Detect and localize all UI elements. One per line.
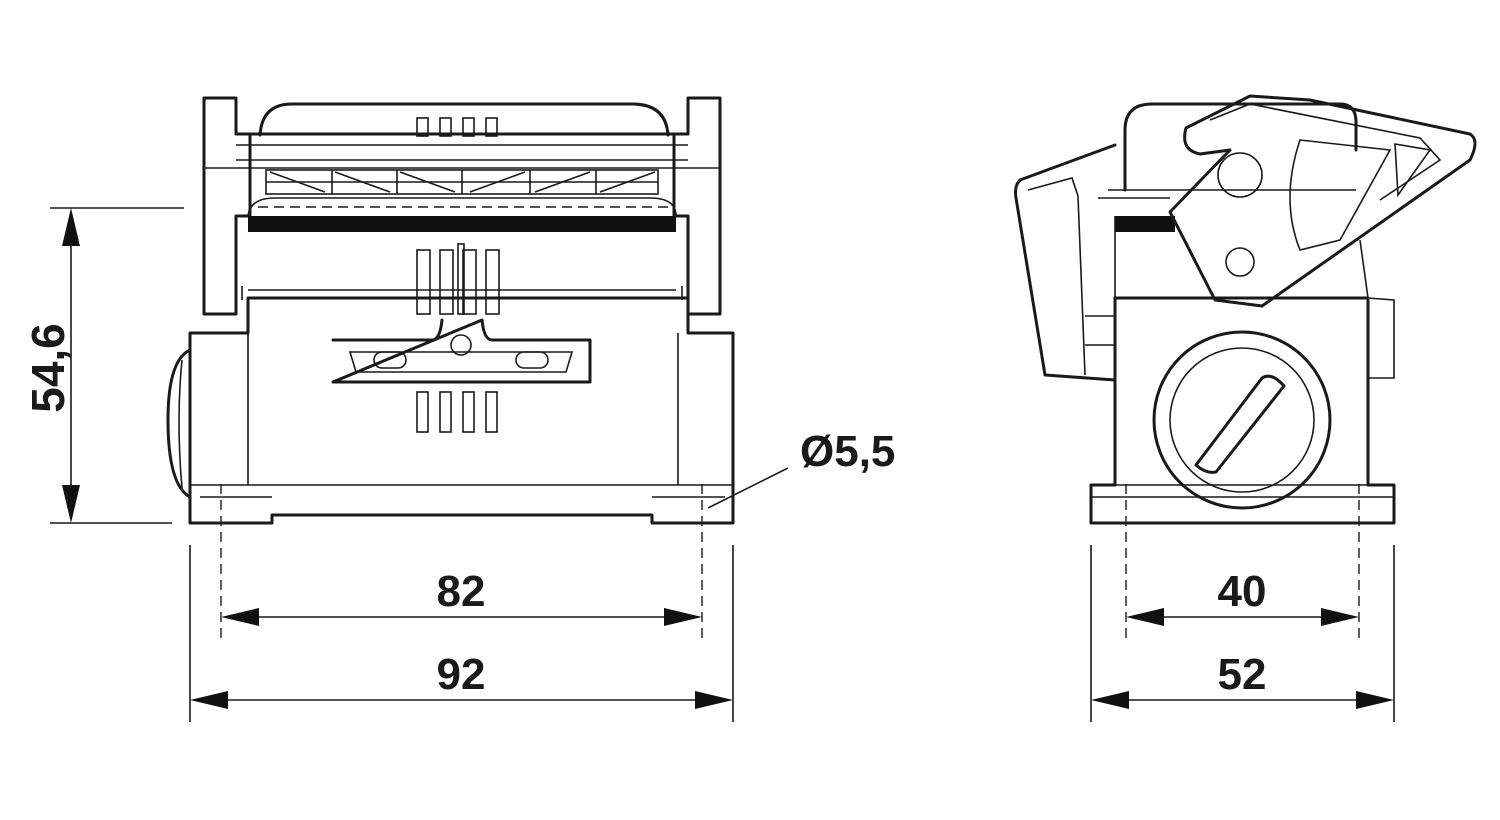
- dim-hole-diameter-label: Ø5,5: [800, 427, 895, 476]
- front-left-clamp: [202, 96, 252, 316]
- side-base-body: [1089, 296, 1396, 525]
- side-cable-gland: [1152, 330, 1332, 510]
- dim-height-label: 54,6: [22, 323, 74, 413]
- side-left-flap: [1014, 143, 1117, 382]
- front-side-bulge: [166, 348, 192, 499]
- front-base-body: [188, 296, 735, 525]
- front-view: [166, 96, 735, 525]
- front-hood-top: [258, 102, 670, 137]
- dim-hole-spacing-front-label: 82: [437, 567, 486, 616]
- dim-width-side-label: 52: [1218, 650, 1267, 699]
- dim-width-front-label: 92: [437, 650, 486, 699]
- front-lattice: [265, 169, 659, 195]
- dim-hole-spacing-side-label: 40: [1218, 567, 1267, 616]
- side-view: [1014, 94, 1477, 525]
- dimension-lines: [50, 207, 1395, 722]
- side-hood: [1123, 102, 1358, 192]
- front-right-clamp: [672, 96, 722, 316]
- side-seal-band: [1115, 216, 1175, 232]
- front-seal-band: [248, 216, 676, 232]
- front-top-slots: [416, 117, 498, 137]
- front-latch-assembly: [331, 243, 592, 384]
- front-lower-slots: [416, 391, 498, 433]
- side-lever: [1168, 94, 1477, 308]
